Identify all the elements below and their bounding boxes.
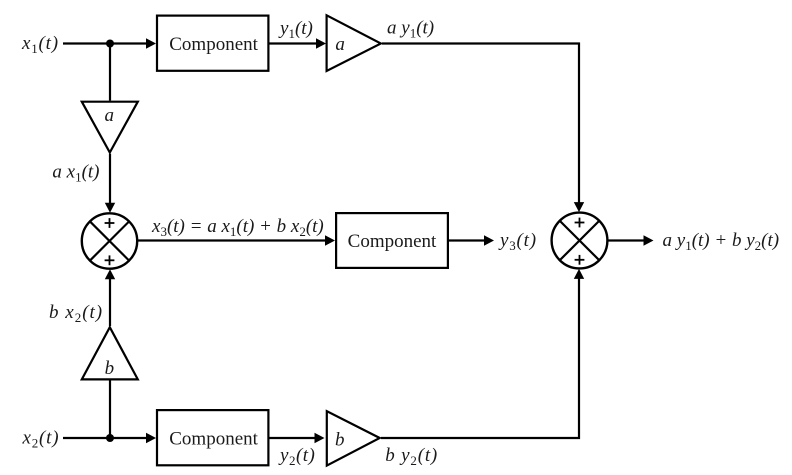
svg-text:y3(t): y3(t) xyxy=(498,230,537,253)
svg-text:x3(t) = a x1(t) + b x2(t): x3(t) = a x1(t) + b x2(t) xyxy=(151,216,324,239)
svg-text:b: b xyxy=(105,358,115,379)
svg-text:Component: Component xyxy=(348,231,437,252)
svg-text:a: a xyxy=(105,105,115,126)
svg-text:a y1(t) + b y2(t): a y1(t) + b y2(t) xyxy=(663,230,780,253)
svg-text:b x2(t): b x2(t) xyxy=(49,302,103,325)
svg-text:Component: Component xyxy=(169,429,258,450)
svg-text:y2(t): y2(t) xyxy=(278,445,315,468)
svg-text:b y2(t): b y2(t) xyxy=(385,445,438,468)
svg-text:Component: Component xyxy=(169,34,258,55)
svg-text:b: b xyxy=(335,430,345,451)
svg-text:a y1(t): a y1(t) xyxy=(387,18,434,41)
svg-text:x2(t): x2(t) xyxy=(22,428,60,451)
svg-text:y1(t): y1(t) xyxy=(278,18,313,41)
svg-text:a: a xyxy=(335,34,345,55)
svg-text:x1(t): x1(t) xyxy=(21,33,59,56)
svg-text:a x1(t): a x1(t) xyxy=(52,162,99,185)
